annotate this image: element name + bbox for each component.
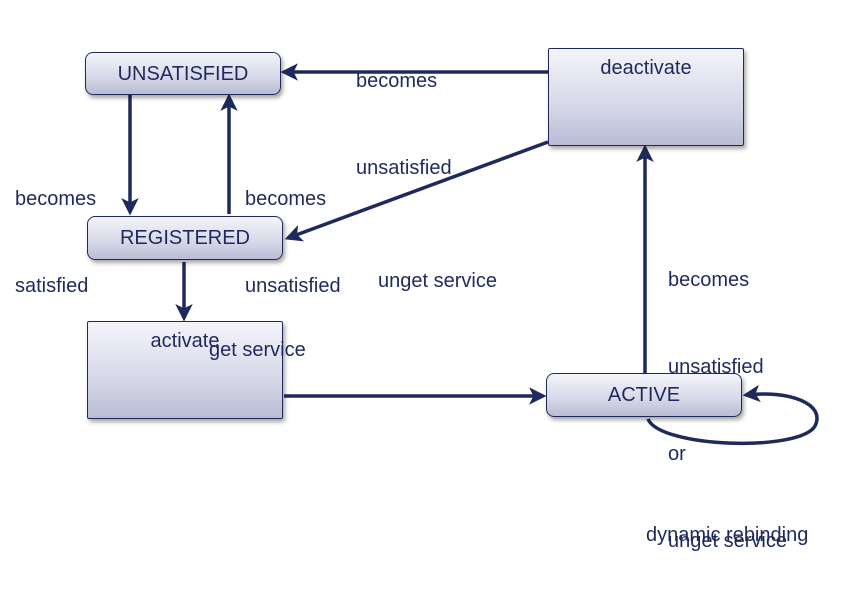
label-line: get service bbox=[209, 339, 306, 361]
label-line: satisfied bbox=[15, 275, 89, 297]
state-unsatisfied: UNSATISFIED bbox=[85, 52, 281, 95]
action-activate: activate bbox=[87, 321, 283, 419]
label-line: unsatisfied bbox=[245, 275, 341, 297]
label-line: becomes bbox=[15, 188, 97, 210]
label-line: becomes bbox=[245, 188, 327, 210]
state-active: ACTIVE bbox=[546, 373, 742, 417]
state-registered: REGISTERED bbox=[87, 216, 283, 260]
label-line: or bbox=[668, 443, 686, 465]
label-deactivate-to-registered: unget service bbox=[378, 209, 497, 354]
label-line: becomes bbox=[356, 70, 438, 92]
connector-layer bbox=[121, 63, 819, 446]
label-line: unsatisfied bbox=[356, 157, 452, 179]
label-unsatisfied-to-registered: becomes satisfied bbox=[15, 127, 96, 359]
label-line: unget service bbox=[378, 270, 497, 292]
label-line: unsatisfied bbox=[668, 356, 764, 378]
label-line: becomes bbox=[668, 269, 750, 291]
state-diagram: UNSATISFIED REGISTERED activate ACTIVE d… bbox=[15, 9, 819, 552]
label-deactivate-to-unsatisfied: becomes unsatisfied bbox=[356, 9, 452, 241]
label-line: dynamic rebinding bbox=[646, 524, 809, 546]
arrow-active-self-loop bbox=[646, 384, 819, 446]
arrow-deactivate-to-registered bbox=[284, 140, 549, 242]
action-deactivate: deactivate bbox=[548, 48, 744, 146]
label-registered-to-unsatisfied: becomes unsatisfied bbox=[245, 127, 341, 359]
label-active-self-loop: dynamic rebinding bbox=[646, 463, 808, 608]
label-registered-to-activate: get service bbox=[209, 278, 306, 423]
